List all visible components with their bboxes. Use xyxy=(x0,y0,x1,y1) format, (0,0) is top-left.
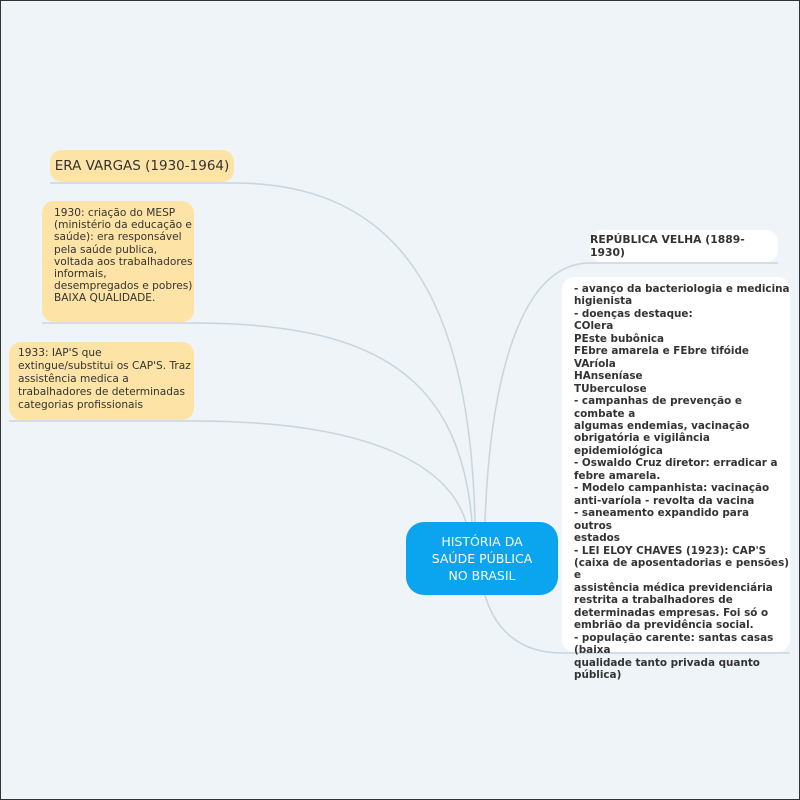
topic-1930-mesp[interactable]: 1930: criação do MESP (ministério da edu… xyxy=(42,201,194,322)
link-1930 xyxy=(42,322,473,523)
iaps-text: 1933: IAP'S que extingue/substitui os CA… xyxy=(18,347,191,411)
topic-republica-velha[interactable]: REPÚBLICA VELHA (1889-1930) xyxy=(590,230,778,262)
link-details xyxy=(484,594,790,654)
topic-1933-iaps[interactable]: 1933: IAP'S que extingue/substitui os CA… xyxy=(9,342,194,420)
topic-republica-details[interactable]: - avanço da bacteriologia e medicina hig… xyxy=(562,277,790,681)
link-era-vargas xyxy=(50,182,476,523)
link-republica xyxy=(484,262,778,523)
link-1933 xyxy=(9,420,467,523)
republica-velha-label: REPÚBLICA VELHA (1889-1930) xyxy=(590,233,745,259)
topic-era-vargas[interactable]: ERA VARGAS (1930-1964) xyxy=(50,150,234,182)
central-topic[interactable]: HISTÓRIA DA SAÚDE PÚBLICA NO BRASIL xyxy=(406,522,558,595)
central-topic-label: HISTÓRIA DA SAÚDE PÚBLICA NO BRASIL xyxy=(431,534,533,583)
era-vargas-label: ERA VARGAS (1930-1964) xyxy=(54,158,230,174)
mesp-text: 1930: criação do MESP (ministério da edu… xyxy=(54,207,193,305)
republica-details-text: - avanço da bacteriologia e medicina hig… xyxy=(574,283,790,682)
